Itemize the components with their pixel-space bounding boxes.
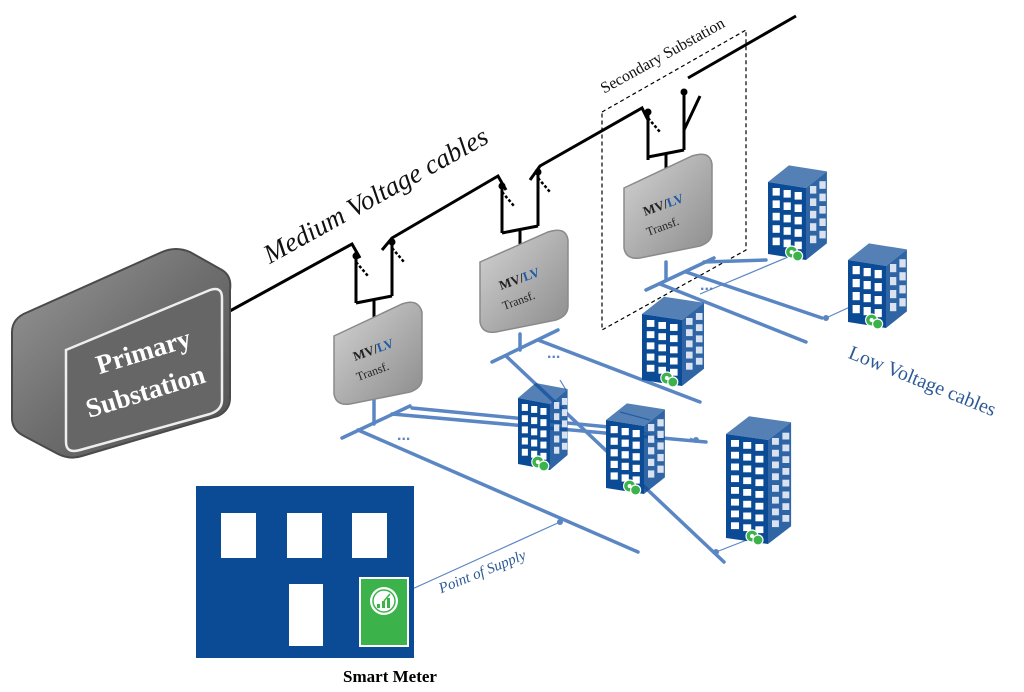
transformer-slash: / <box>516 270 526 286</box>
switch-icon <box>646 94 702 172</box>
smart-meter-label: Smart Meter <box>343 667 437 686</box>
transformer-mv-label: MV <box>497 271 523 293</box>
office-building-icon <box>606 403 665 494</box>
low-voltage-cables-label: Low Voltage cables <box>845 342 999 421</box>
svg-text:MV/LV: MV/LV <box>641 190 686 219</box>
secondary-substation-boundary <box>601 28 747 332</box>
office-building-icon <box>726 416 792 544</box>
office-building-icon <box>768 165 827 260</box>
transformer-slash: / <box>660 196 670 212</box>
svg-text:MV/LV: MV/LV <box>351 335 396 364</box>
primary-substation: Primary Substation <box>11 248 232 459</box>
smart-meter-icon <box>864 313 884 330</box>
mv-lv-transformer: MV/LV Transf. <box>333 301 423 406</box>
lv-ellipsis: ... <box>397 427 410 444</box>
transformer-mv-label: MV <box>641 197 667 219</box>
smart-meter-icon <box>784 245 804 262</box>
smart-meter-icon <box>660 371 679 388</box>
svg-text:MV/LV: MV/LV <box>497 264 542 293</box>
smart-meter-icon <box>531 455 550 472</box>
smart-meter-icon <box>359 577 409 647</box>
secondary-substation-label: Secondary Substation <box>598 15 728 97</box>
detail-building <box>196 486 414 658</box>
transformer-lv-label: LV <box>375 335 397 355</box>
mv-lv-transformer: MV/LV Transf. <box>479 229 569 334</box>
transformer-lv-label: LV <box>665 190 687 210</box>
office-building-icon <box>642 296 704 386</box>
medium-voltage-cables-label: Medium Voltage cables <box>257 121 493 270</box>
buildings-layer <box>518 165 907 546</box>
mv-lv-transformer: MV/LV Transf. <box>623 153 713 260</box>
office-building-icon <box>848 243 907 328</box>
office-building-icon <box>518 383 568 470</box>
transformer-mv-label: MV <box>351 342 377 364</box>
transformer-slash: / <box>370 341 380 357</box>
transformer-lv-label: LV <box>521 264 543 284</box>
lv-ellipsis: ... <box>700 277 713 294</box>
lv-ellipsis: ... <box>547 345 560 362</box>
smart-meter-icon <box>622 479 642 496</box>
smart-meter-icon <box>745 529 764 546</box>
